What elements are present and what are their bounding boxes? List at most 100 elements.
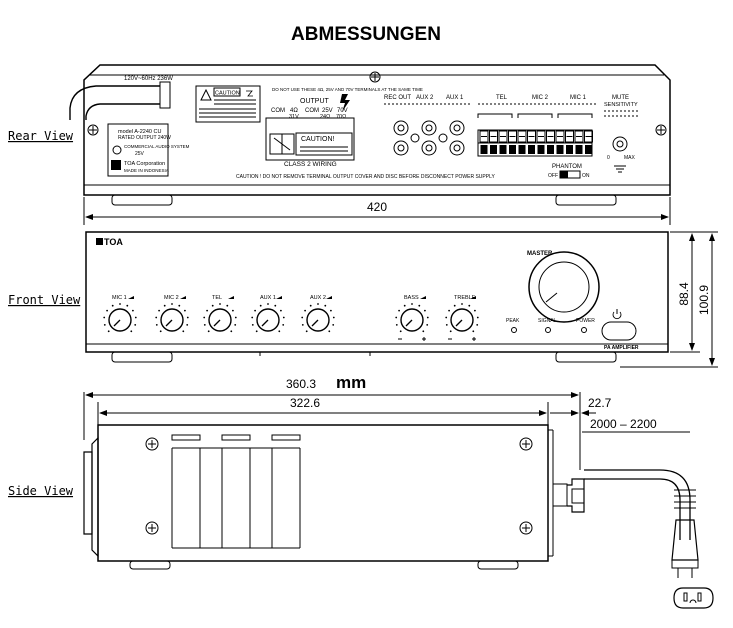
height-front-value: 88.4 (677, 282, 691, 306)
height-dimensions: 88.4 100.9 (620, 231, 718, 368)
cord-length-value: 2000 – 2200 (590, 417, 657, 431)
front-knob: MIC 1 (103, 295, 137, 333)
rca-jacks: REC OUT AUX 2 AUX 1 (384, 95, 470, 156)
knob-label: AUX 1 (260, 295, 276, 301)
svg-text:REC OUT: REC OUT (384, 95, 411, 101)
knob-label: TEL (212, 295, 222, 301)
svg-text:ON: ON (582, 173, 590, 179)
height-total-value: 100.9 (697, 285, 711, 315)
width-dimension: 420 (83, 197, 671, 225)
front-knob: AUX 2 (301, 295, 335, 333)
side-vents (171, 434, 301, 549)
side-view-label: Side View (8, 484, 74, 498)
lightning-icon (340, 94, 350, 112)
terminal-screw (498, 130, 508, 143)
toa-logo-icon (111, 160, 121, 170)
unit-label: mm (336, 373, 366, 392)
caution-label: CAUTION (195, 85, 261, 123)
svg-text:PEAK: PEAK (506, 318, 520, 324)
terminal-screw (565, 130, 574, 143)
svg-text:TEL: TEL (496, 95, 508, 101)
svg-text:CLASS 2 WIRING: CLASS 2 WIRING (284, 161, 337, 168)
terminal-blocks: TEL MIC 2 MIC 1 PHANTOM OFF ON (477, 95, 596, 179)
rear-screw-icon (87, 71, 667, 136)
speaker-output: DO NOT USE THESE 4Ω, 25V AND 70V TERMINA… (265, 87, 423, 168)
front-knob: AUX 1 (251, 295, 285, 333)
depth-body-value: 322.6 (290, 396, 320, 410)
depth-total-value: 360.3 (286, 377, 316, 391)
width-value: 420 (367, 200, 387, 214)
side-view: Side View (8, 424, 714, 609)
front-knob: BASS (395, 295, 429, 341)
svg-text:0: 0 (607, 155, 610, 161)
svg-text:PA AMPLIFIER: PA AMPLIFIER (604, 345, 639, 351)
rated-text: RATED OUTPUT 240W (118, 135, 171, 141)
v25-text: 25V (135, 151, 145, 157)
terminal-screw (508, 130, 517, 143)
front-knob: TEL (203, 295, 237, 333)
svg-text:COM: COM (305, 108, 319, 114)
master-knob (528, 251, 600, 323)
corp-text: TOA Corporation (124, 161, 165, 167)
page-title: ABMESSUNGEN (291, 24, 441, 45)
rating-plate: model A-2240 CU RATED OUTPUT 240W COMMER… (107, 123, 190, 177)
bottom-caution: CAUTION ! DO NOT REMOVE TERMINAL OUTPUT … (236, 174, 495, 180)
svg-text:AUX 2: AUX 2 (416, 95, 434, 101)
front-knob: TREBLE (445, 295, 479, 341)
knob-label: BASS (404, 295, 419, 301)
terminal-screw (527, 130, 536, 143)
side-screws (145, 437, 533, 535)
brand-text: TOA (104, 237, 123, 247)
phantom-switch (560, 171, 568, 178)
svg-text:PHANTOM: PHANTOM (552, 164, 582, 170)
knob-label: MIC 2 (164, 295, 179, 301)
svg-text:31V: 31V (289, 114, 299, 120)
svg-text:4Ω: 4Ω (290, 108, 298, 114)
rear-view: Rear View 120V~60Hz 236W model A-2240 CU… (8, 64, 671, 206)
svg-text:MIC 1: MIC 1 (570, 95, 587, 101)
svg-text:MUTE: MUTE (612, 95, 629, 101)
commercial-text: COMMERCIAL AUDIO SYSTEM (124, 144, 190, 149)
svg-text:DO NOT USE THESE 4Ω, 25V AND 7: DO NOT USE THESE 4Ω, 25V AND 70V TERMINA… (272, 87, 423, 92)
front-knob: MIC 2 (155, 295, 189, 333)
made-text: MADE IN INDONESIA (124, 168, 169, 173)
mute-sensitivity: MUTE SENSITIVITY 0 MAX (604, 95, 640, 173)
ground-icon (614, 165, 626, 173)
terminal-screw (489, 130, 498, 143)
rear-view-label: Rear View (8, 129, 74, 143)
svg-text:MAX: MAX (624, 155, 636, 161)
terminal-screw (536, 130, 546, 143)
power-button: PA AMPLIFIER (601, 309, 639, 351)
svg-text:COM: COM (271, 108, 285, 114)
terminal-screw (546, 130, 555, 143)
power-icon (612, 311, 622, 320)
plug-icon (673, 587, 714, 609)
svg-text:70Ω: 70Ω (336, 114, 346, 120)
svg-text:AUX 1: AUX 1 (446, 95, 464, 101)
power-label: 120V~60Hz 236W (124, 76, 173, 82)
master-label: MASTER (527, 251, 553, 257)
svg-text:SENSITIVITY: SENSITIVITY (604, 102, 638, 108)
depth-rear-value: 22.7 (588, 396, 612, 410)
terminal-screw (555, 130, 565, 143)
terminal-screw (584, 130, 593, 143)
svg-text:CAUTION!: CAUTION! (301, 136, 335, 143)
svg-text:OFF: OFF (548, 173, 558, 179)
svg-text:25V: 25V (322, 108, 333, 114)
svg-text:24Ω: 24Ω (320, 114, 330, 120)
indicators: PEAK SIGNAL POWER (506, 318, 595, 333)
terminal-screw (574, 130, 584, 143)
knob-label: AUX 2 (310, 295, 326, 301)
model-text: model A-2240 CU (118, 129, 161, 135)
svg-text:POWER: POWER (576, 318, 595, 324)
svg-text:MIC 2: MIC 2 (532, 95, 549, 101)
terminal-screw (517, 130, 527, 143)
terminal-screw (479, 130, 489, 143)
toa-logo-icon (96, 238, 103, 245)
front-view: Front View TOA MASTER MIC 1 MIC 2 TEL AUX 1… (8, 231, 669, 363)
output-label: OUTPUT (300, 98, 330, 105)
depth-dimensions: 360.3 mm 322.6 22.7 2000 – 2200 (83, 373, 690, 470)
front-view-label: Front View (8, 293, 81, 307)
